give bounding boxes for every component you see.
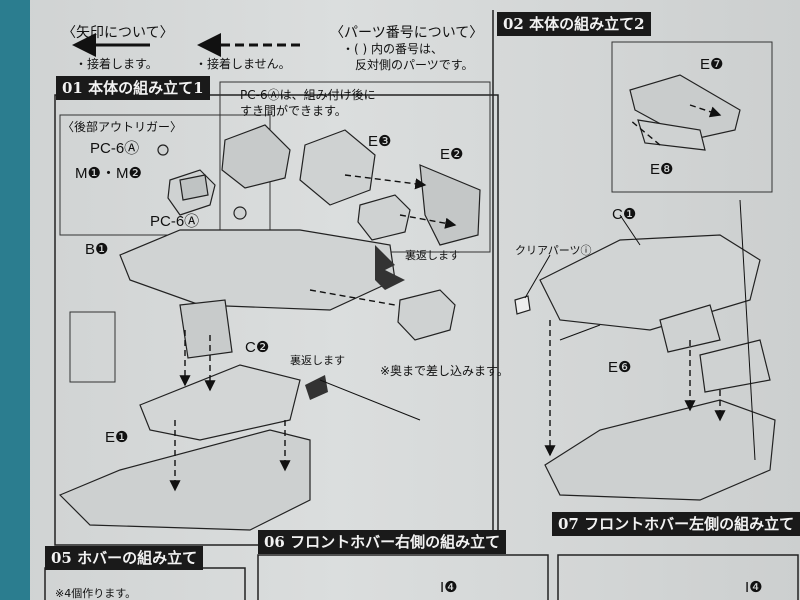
- flip-text-2: 裏返します: [290, 354, 345, 367]
- arrow-legend-title: 〈矢印について〉: [62, 25, 174, 41]
- parts-legend-title: 〈パーツ番号について〉: [330, 25, 484, 41]
- parts-text-2: 反対側のパーツです。: [355, 58, 474, 72]
- part-label-e2: E❷: [440, 146, 464, 163]
- part-label-i4-b: I❹: [745, 579, 763, 596]
- section05-header: 05 ホバーの組み立て: [45, 546, 204, 570]
- part-label-pc6-b: PC-6Ⓐ: [150, 213, 200, 230]
- part-label-clear: クリアパーツⓘ: [515, 244, 592, 257]
- note-line-1: PC-6Ⓐは、組み付け後に: [240, 88, 376, 102]
- part-label-b1: B❶: [85, 241, 109, 258]
- part-label-pc6-a: PC-6Ⓐ: [90, 140, 140, 157]
- section01-header: 01 本体の組み立て1: [56, 76, 210, 100]
- part-label-i4-a: I❹: [440, 579, 458, 596]
- section06-header: 06 フロントホバー右側の組み立て: [258, 530, 507, 554]
- part-label-e3: E❸: [368, 133, 392, 150]
- insert-note: ※奥まで差し込みます。: [380, 364, 509, 378]
- part-label-c1: C❶: [612, 206, 637, 223]
- parts-text-1: ・( ) 内の番号は、: [342, 42, 443, 56]
- part-label-c2: C❷: [245, 339, 270, 356]
- part-label-m1-m2: M❶・M❷: [75, 165, 142, 182]
- part-label-e1: E❶: [105, 429, 129, 446]
- noglue-text: ・接着しません。: [195, 57, 291, 71]
- section05-note: ※4個作ります。: [55, 587, 137, 600]
- part-label-e7: E❼: [700, 56, 724, 73]
- glue-text: ・接着します。: [75, 57, 158, 71]
- flip-text-1: 裏返します: [405, 249, 460, 262]
- section07-header: 07 フロントホバー左側の組み立て: [552, 512, 800, 536]
- part-label-e6: E❻: [608, 359, 632, 376]
- section02-header: 02 本体の組み立て2: [497, 12, 651, 36]
- outrigger-title: 〈後部アウトリガー〉: [62, 120, 183, 134]
- part-label-e8: E❽: [650, 161, 674, 178]
- note-line-2: すき間ができます。: [240, 104, 347, 118]
